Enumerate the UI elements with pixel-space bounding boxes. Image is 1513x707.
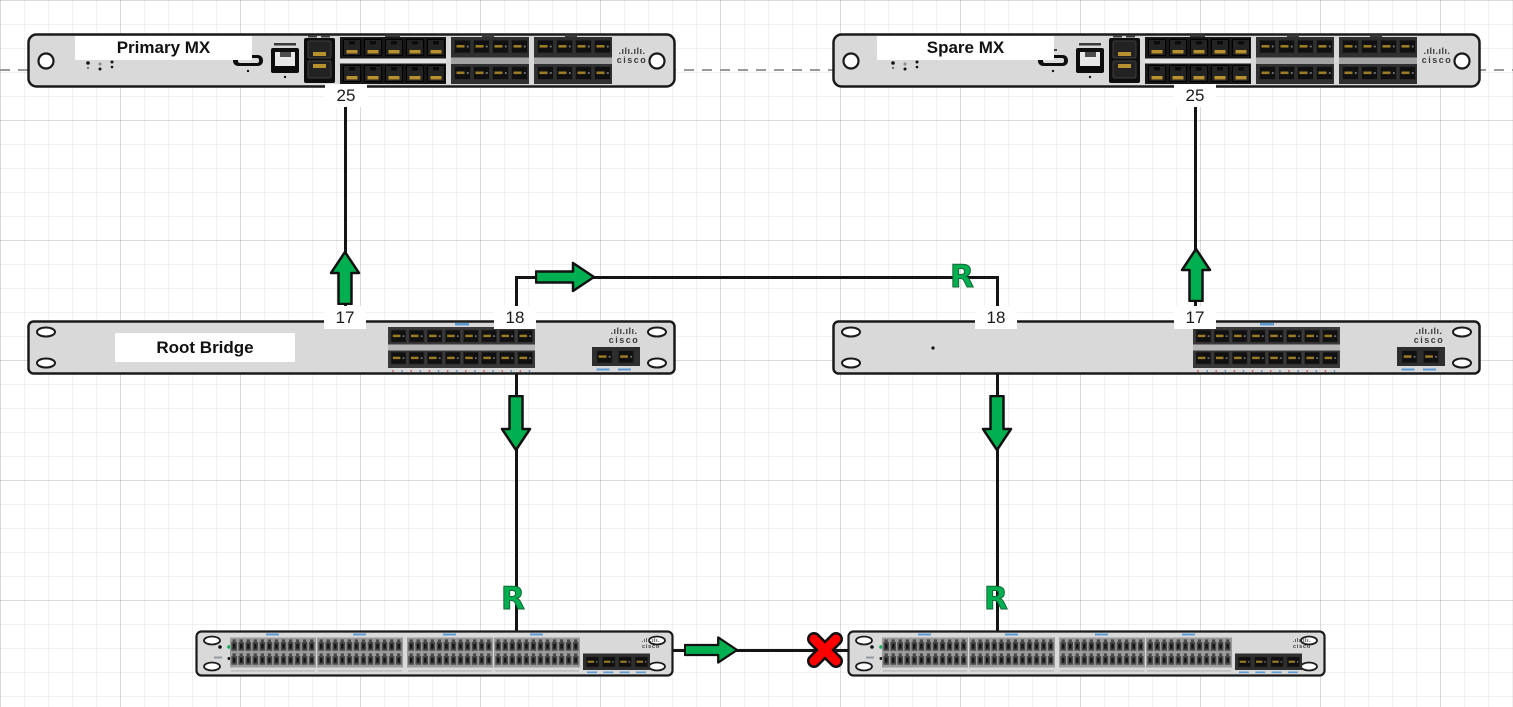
primary-mx-appliance: Primary MX .ılı.ılı. cisco <box>27 33 676 88</box>
cisco-logo: .ılı.ılı. cisco <box>602 327 646 345</box>
cisco-logo: .ılı.ılı. cisco <box>1415 47 1459 65</box>
cisco-logo-word: cisco <box>1413 335 1445 345</box>
access-switch-right: .ılı.ılı. cisco <box>847 630 1326 677</box>
cisco-logo-word: cisco <box>641 643 661 650</box>
link-spare-mx-to-peer-switch <box>1194 96 1197 322</box>
cisco-logo-bars: .ılı.ılı. <box>641 638 661 644</box>
cisco-logo-bars: .ılı.ılı. <box>1423 46 1451 56</box>
access-switch-faceplate <box>847 630 1326 677</box>
port-label-root-bridge-17: 17 <box>324 306 366 329</box>
cisco-logo-word: cisco <box>1421 55 1453 65</box>
link-root-bridge-to-peer-switch-horizontal <box>515 276 999 279</box>
device-label: Spare MX <box>877 36 1054 60</box>
root-port-marker-peer-uplink: R <box>950 259 975 295</box>
root-port-marker-access-right: R <box>984 581 1009 617</box>
arrow-up-to-primary-mx <box>329 250 361 310</box>
link-access-switch-left-to-right-blocked <box>672 649 848 652</box>
blocked-port-x-icon <box>806 631 844 674</box>
device-label: Primary MX <box>75 36 252 60</box>
link-root-bridge-to-access-switch-left <box>515 373 518 632</box>
cisco-logo-word: cisco <box>616 55 648 65</box>
arrow-right-access-left-to-right <box>683 634 739 671</box>
cisco-logo-bars: .ılı.ılı. <box>618 46 646 56</box>
arrow-down-to-access-left <box>500 394 532 456</box>
root-bridge-switch: Root Bridge .ılı.ılı. cisco <box>27 320 676 375</box>
link-primary-mx-to-root-bridge <box>344 96 347 322</box>
arrow-right-root-bridge-to-peer <box>534 261 596 298</box>
aggregation-switch-faceplate <box>832 320 1481 375</box>
arrow-down-to-access-right <box>981 394 1013 456</box>
cisco-logo-bars: .ılı.ılı. <box>1292 638 1312 644</box>
cisco-logo-word: cisco <box>608 335 640 345</box>
port-label-primary-mx-25: 25 <box>325 84 367 107</box>
arrow-up-to-spare-mx <box>1180 247 1212 307</box>
link-peer-switch-to-access-switch-right <box>996 373 999 632</box>
access-switch-faceplate <box>195 630 674 677</box>
device-label: Root Bridge <box>115 333 295 362</box>
port-label-peer-switch-18: 18 <box>975 306 1017 329</box>
root-port-marker-access-left: R <box>501 581 526 617</box>
cisco-logo: .ılı.ılı. cisco <box>1289 638 1315 650</box>
access-switch-left: .ılı.ılı. cisco <box>195 630 675 677</box>
cisco-logo: .ılı.ılı. cisco <box>610 47 654 65</box>
spare-mx-appliance: Spare MX .ılı.ılı. cisco <box>832 33 1481 88</box>
peer-aggregation-switch: .ılı.ılı. cisco <box>832 320 1481 375</box>
port-label-peer-switch-17: 17 <box>1174 306 1216 329</box>
cisco-logo-bars: .ılı.ılı. <box>610 326 638 336</box>
cisco-logo: .ılı.ılı. cisco <box>638 638 664 650</box>
cisco-logo: .ılı.ılı. cisco <box>1407 327 1451 345</box>
cisco-logo-bars: .ılı.ılı. <box>1415 326 1443 336</box>
cisco-logo-word: cisco <box>1292 643 1312 650</box>
link-root-bridge-to-peer-switch-left-riser <box>515 276 518 322</box>
mx-heartbeat-dashed-line <box>0 69 1513 71</box>
link-root-bridge-to-peer-switch-right-riser <box>996 276 999 322</box>
port-label-root-bridge-18: 18 <box>494 306 536 329</box>
port-label-spare-mx-25: 25 <box>1174 84 1216 107</box>
